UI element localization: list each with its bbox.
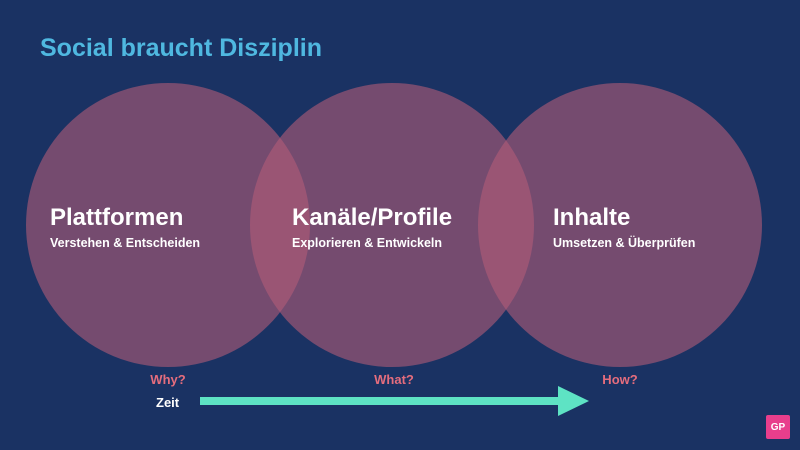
gp-logo-badge: GP (766, 415, 790, 439)
circle-subtitle: Umsetzen & Überprüfen (553, 236, 696, 250)
circle-heading: Inhalte (553, 204, 631, 231)
question-what: What? (374, 372, 414, 387)
circle-subtitle: Explorieren & Entwickeln (292, 236, 443, 250)
circle-label-inhalte: Inhalte Umsetzen & Überprüfen (553, 205, 695, 251)
timeline-label: Zeit (156, 395, 180, 410)
circle-label-plattformen: Plattformen Verstehen & Entscheiden (50, 205, 200, 251)
venn-circle-kanaele-profile (250, 83, 534, 367)
venn-circle-plattformen (26, 83, 310, 367)
slide-title: Social braucht Disziplin (40, 34, 322, 62)
circle-subtitle: Verstehen & Entscheiden (50, 236, 201, 250)
circle-label-kanaele-profile: Kanäle/Profile Explorieren & Entwickeln (292, 205, 452, 251)
circle-heading: Plattformen (50, 204, 184, 231)
venn-circle-inhalte (478, 83, 762, 367)
question-why: Why? (150, 372, 186, 387)
question-how: How? (602, 372, 638, 387)
arrow-right-icon (200, 386, 589, 416)
circle-heading: Kanäle/Profile (292, 204, 453, 231)
